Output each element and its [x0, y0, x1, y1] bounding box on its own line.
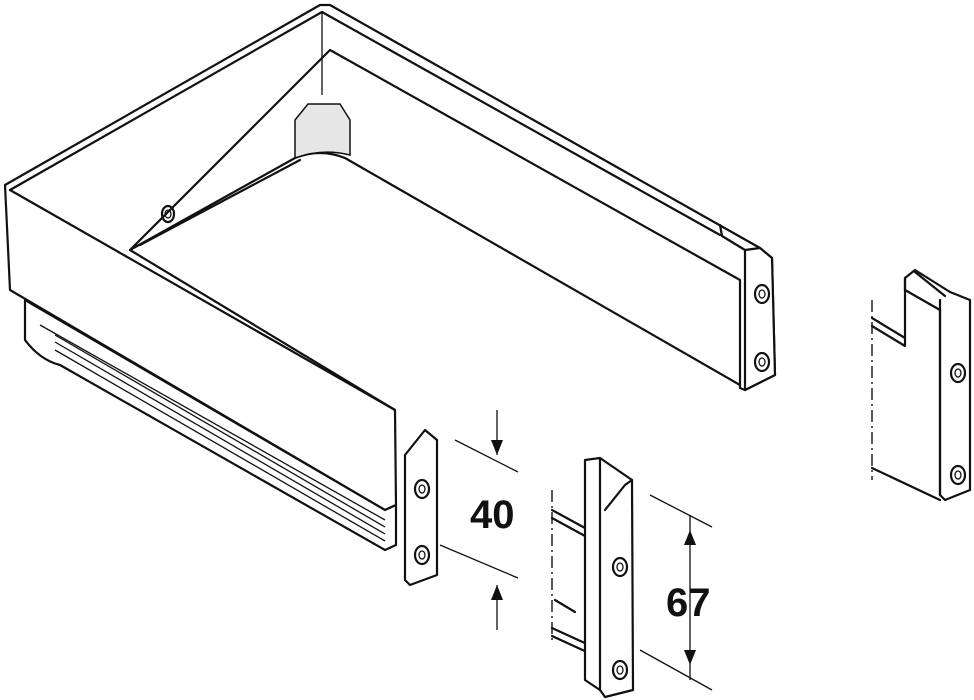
- dimension-label-67: 67: [666, 581, 711, 625]
- mid-bracket-detail: [550, 456, 635, 699]
- dimension-40: 40: [439, 410, 519, 630]
- drawer-frame: [3, 3, 777, 587]
- right-bracket-detail: [870, 268, 972, 502]
- dimension-67: 67: [639, 494, 713, 691]
- dimension-label-40: 40: [470, 493, 515, 537]
